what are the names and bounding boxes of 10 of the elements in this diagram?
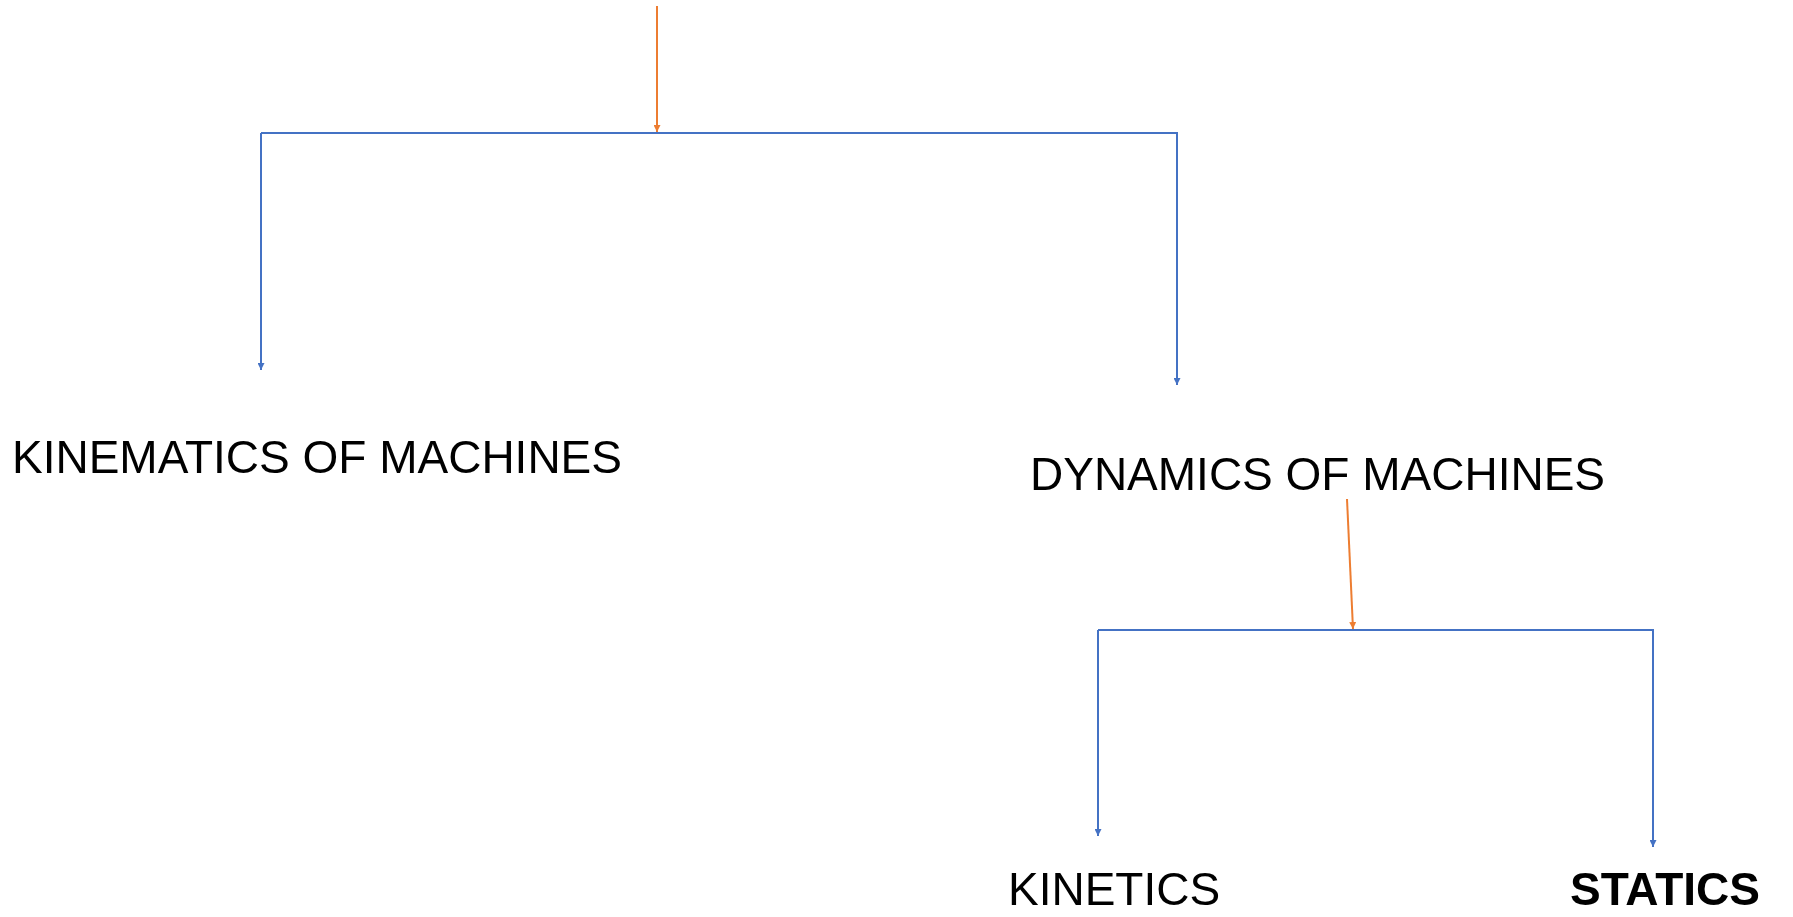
arrow — [1346, 498, 1357, 630]
arrow — [1173, 132, 1181, 386]
topic-label: DYNAMICS OF MACHINES — [1030, 449, 1606, 499]
arrow — [653, 5, 661, 133]
topic-label: STATICS — [1570, 864, 1760, 914]
arrow — [1094, 629, 1102, 837]
topic-label: KINEMATICS OF MACHINES — [12, 432, 622, 482]
topic-label: KINETICS — [1008, 864, 1221, 914]
arrow — [257, 132, 265, 371]
arrow — [1649, 629, 1657, 848]
